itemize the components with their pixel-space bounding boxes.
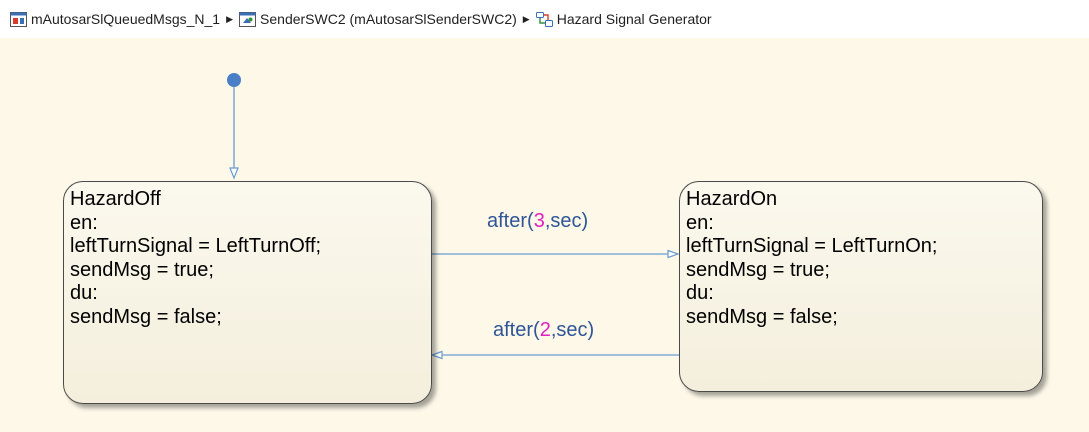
state-action-line: sendMsg = true; (686, 258, 830, 281)
breadcrumb-label: mAutosarSlQueuedMsgs_N_1 (31, 11, 221, 27)
breadcrumb-item-sender-swc2[interactable]: SenderSWC2 (mAutosarSlSenderSWC2) (239, 11, 517, 27)
state-action-line: en: (686, 211, 714, 234)
breadcrumb-separator-icon: ▶ (522, 13, 530, 24)
transition-label-on-to-off[interactable]: after(2,sec) (493, 319, 594, 342)
state-name: HazardOff (70, 188, 161, 210)
state-action-line: du: (70, 282, 98, 304)
arrowhead-right-icon (667, 249, 680, 259)
default-transition-arrowhead-icon (229, 167, 239, 180)
model-reference-icon (239, 11, 257, 27)
chart-icon (535, 11, 553, 27)
transition-label-number: 2 (539, 319, 551, 341)
breadcrumb-item-model[interactable]: mAutosarSlQueuedMsgs_N_1 (10, 11, 220, 27)
default-transition-dot-icon[interactable] (227, 73, 241, 87)
state-hazard-on[interactable]: HazardOn en: leftTurnSignal = LeftTurnOn… (679, 181, 1043, 392)
state-name: HazardOn (686, 188, 778, 210)
state-action-line: leftTurnSignal = LeftTurnOff; (70, 235, 322, 257)
breadcrumb: mAutosarSlQueuedMsgs_N_1 ▶ SenderSWC2 (m… (0, 0, 1089, 38)
breadcrumb-label: SenderSWC2 (mAutosarSlSenderSWC2) (260, 11, 517, 27)
transition-label-suffix: ,sec) (550, 319, 595, 341)
state-action-line: du: (686, 282, 714, 304)
transition-layer (227, 73, 680, 360)
breadcrumb-item-hazard-signal-generator[interactable]: Hazard Signal Generator (535, 11, 712, 27)
stateflow-canvas[interactable]: HazardOff en: leftTurnSignal = LeftTurnO… (0, 38, 1089, 432)
transition-label-suffix: ,sec) (544, 210, 589, 232)
state-action-line: leftTurnSignal = LeftTurnOn; (686, 235, 938, 257)
state-action-line: sendMsg = true; (70, 258, 214, 281)
transition-label-prefix: after( (493, 319, 540, 341)
model-icon (10, 11, 27, 27)
state-action-line: en: (70, 211, 98, 234)
state-action-line: sendMsg = false; (686, 305, 838, 328)
state-action-line: sendMsg = false; (70, 305, 222, 328)
transition-label-prefix: after( (487, 210, 534, 232)
transition-label-off-to-on[interactable]: after(3,sec) (487, 210, 588, 233)
state-hazard-off[interactable]: HazardOff en: leftTurnSignal = LeftTurnO… (63, 181, 432, 404)
transition-label-number: 3 (533, 210, 545, 232)
breadcrumb-separator-icon: ▶ (226, 13, 234, 24)
arrowhead-left-icon (430, 350, 443, 360)
breadcrumb-label: Hazard Signal Generator (556, 11, 712, 27)
